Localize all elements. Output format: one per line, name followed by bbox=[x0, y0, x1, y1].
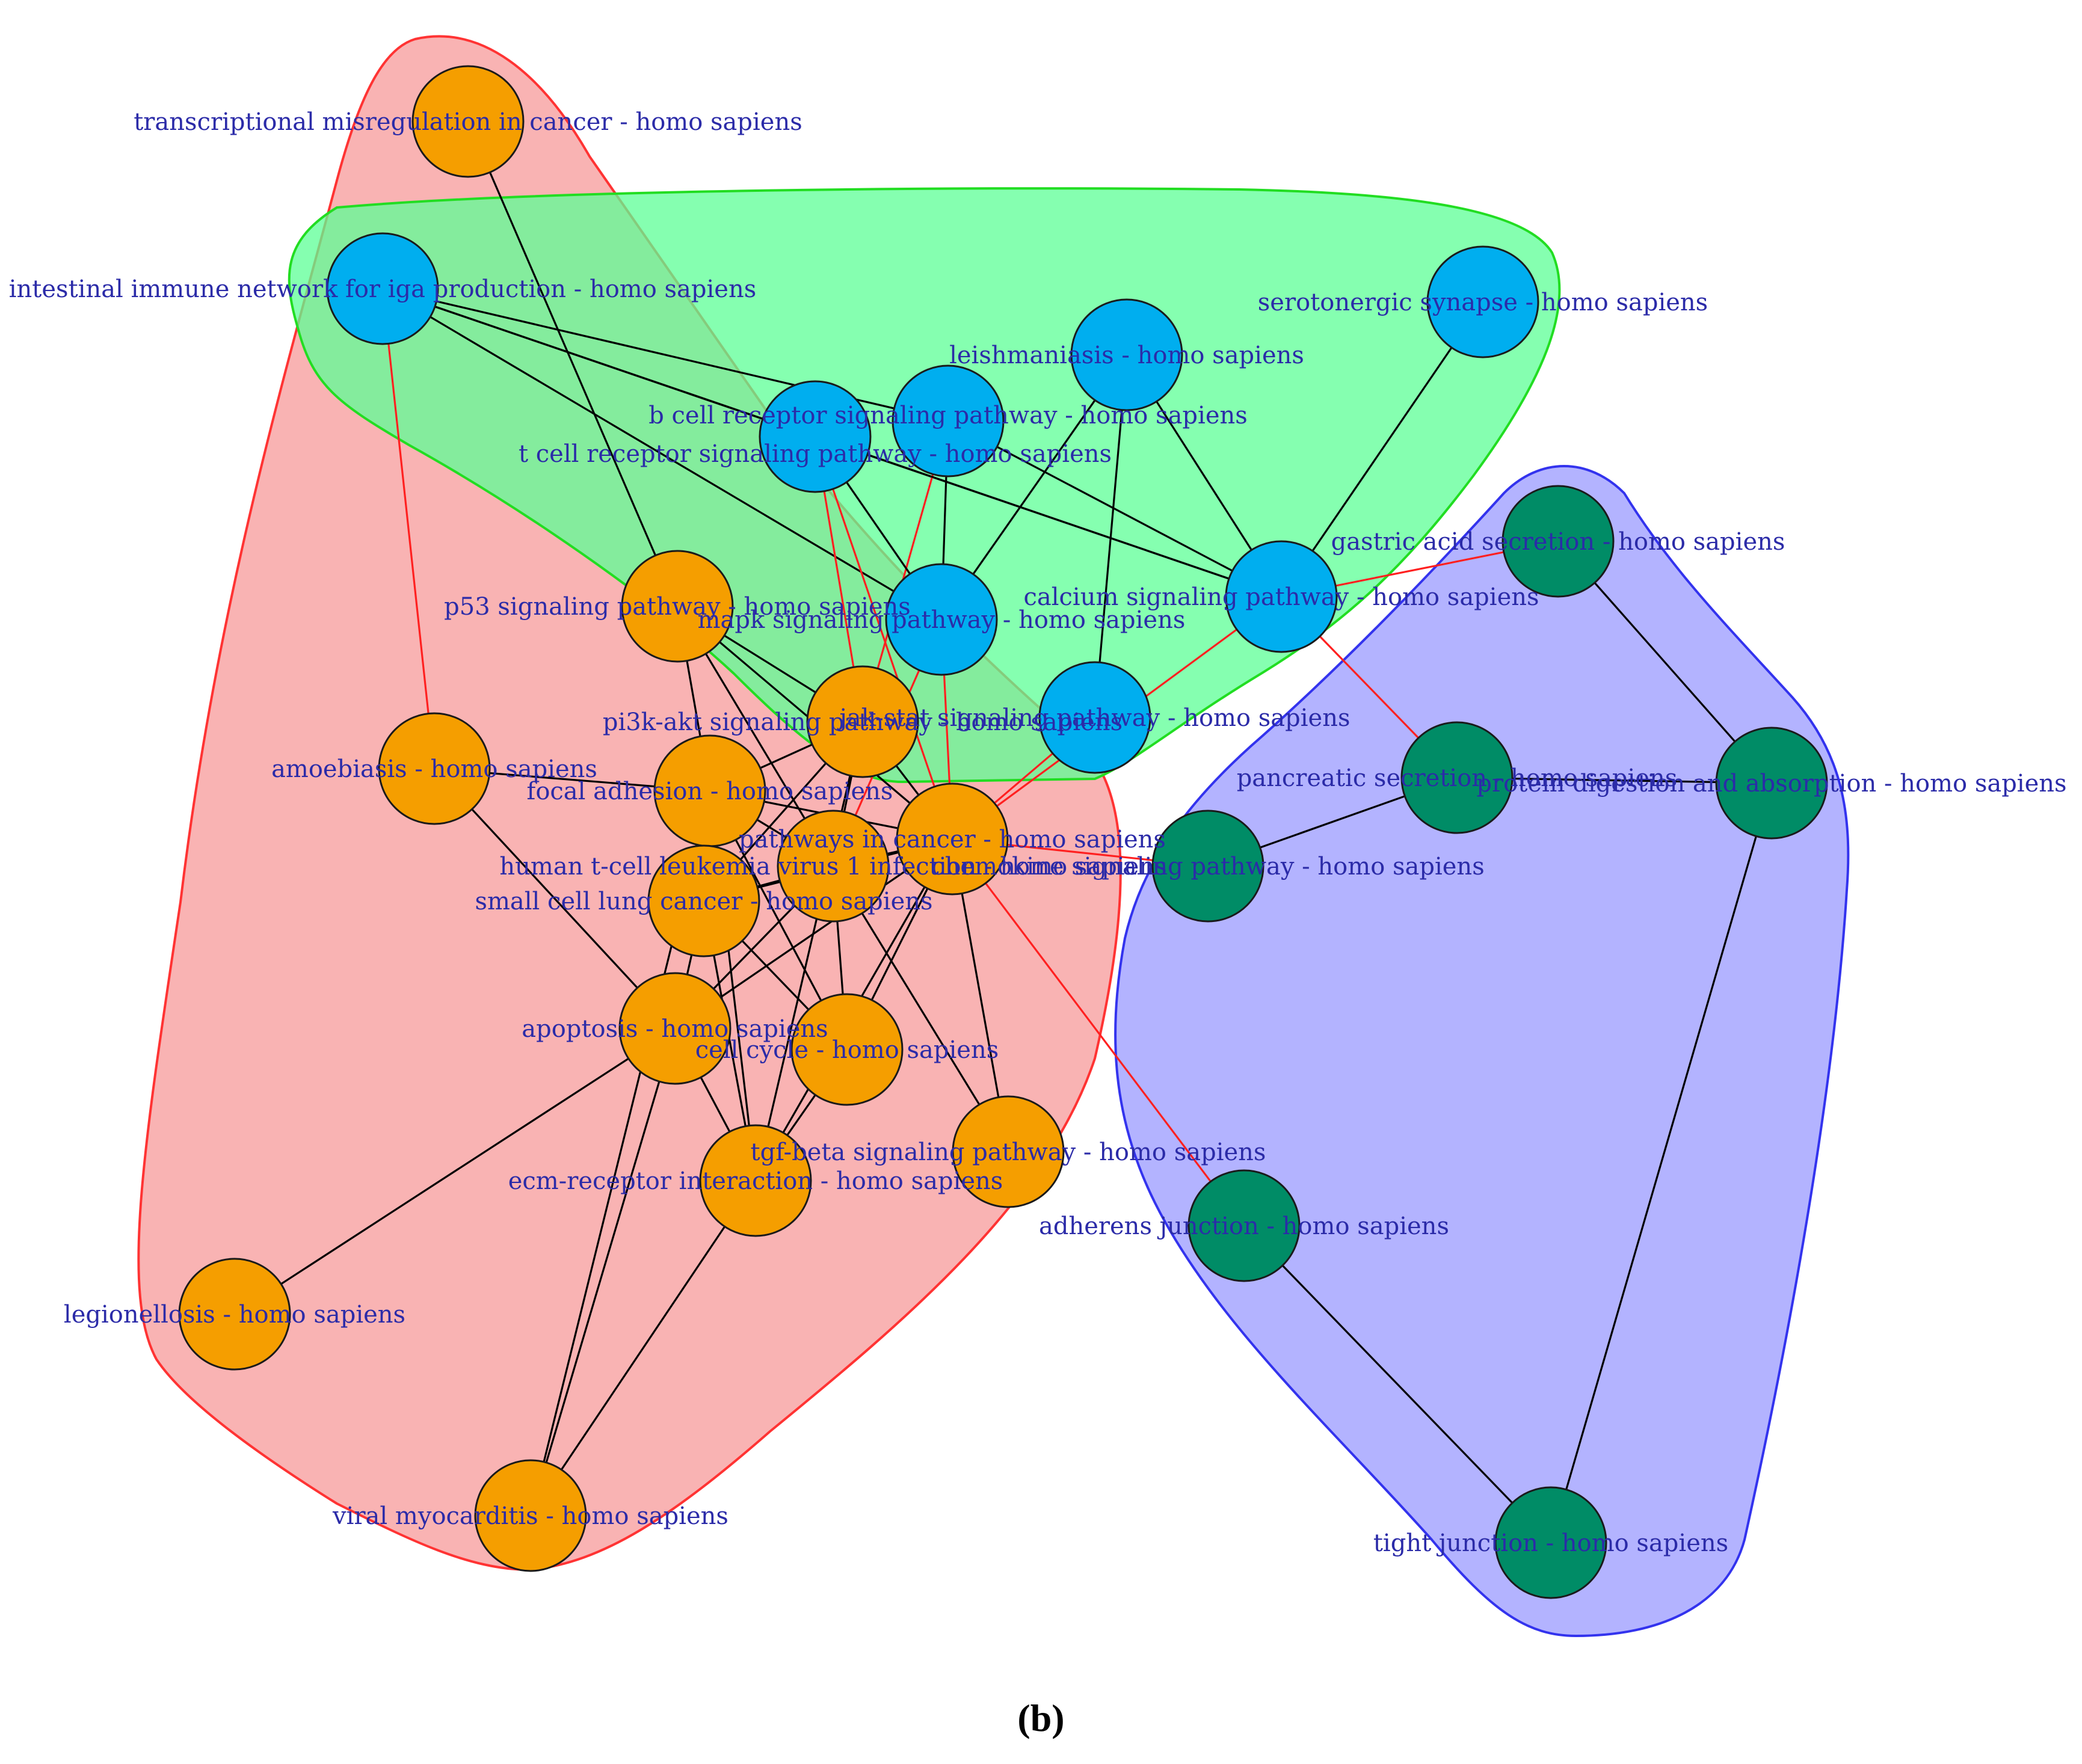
edge-ecm-viral bbox=[529, 1180, 757, 1516]
node-pathways[interactable] bbox=[896, 782, 1009, 896]
node-label-chemokine: chemokine signaling pathway - homo sapie… bbox=[931, 853, 1484, 880]
node-apoptosis[interactable] bbox=[618, 972, 731, 1085]
edge-intestinal-amoebiasis bbox=[381, 288, 436, 769]
node-label-gastric: gastric acid secretion - homo sapiens bbox=[1331, 528, 1785, 556]
node-label-leishmaniasis: leishmaniasis - homo sapiens bbox=[949, 342, 1304, 369]
node-serotonergic[interactable] bbox=[1426, 245, 1539, 358]
node-label-pi3k: pi3k-akt signaling pathway - homo sapien… bbox=[603, 708, 1123, 736]
node-label-sclc: small cell lung cancer - homo sapiens bbox=[475, 888, 932, 915]
node-label-protein: protein digestion and absorption - homo … bbox=[1476, 770, 2066, 797]
node-transcriptional[interactable] bbox=[411, 65, 525, 178]
node-calcium[interactable] bbox=[1225, 540, 1338, 653]
cluster-hulls bbox=[137, 35, 1850, 1638]
edge-bcell-calcium bbox=[947, 420, 1282, 598]
node-label-jakstat: jak-stat signaling pathway - homo sapien… bbox=[837, 704, 1351, 732]
node-label-pathways: pathways in cancer - homo sapiens bbox=[739, 826, 1166, 853]
node-label-legionellosis: legionellosis - homo sapiens bbox=[64, 1301, 405, 1329]
edge-pi3k-ecm bbox=[754, 721, 864, 1181]
node-label-tcell: t cell receptor signaling pathway - homo… bbox=[519, 440, 1112, 468]
node-leishmaniasis[interactable] bbox=[1070, 298, 1183, 411]
node-gastric[interactable] bbox=[1501, 485, 1615, 598]
node-tight[interactable] bbox=[1494, 1486, 1607, 1599]
nodes bbox=[178, 65, 1828, 1599]
node-viral[interactable] bbox=[474, 1459, 587, 1572]
node-label-bcell: b cell receptor signaling pathway - homo… bbox=[648, 402, 1248, 429]
node-htlv[interactable] bbox=[777, 810, 890, 923]
edge-amoebiasis-apoptosis bbox=[433, 767, 676, 1030]
node-labels: transcriptional misregulation in cancer … bbox=[9, 108, 2067, 1557]
edge-pathways-adherens bbox=[951, 838, 1245, 1226]
edge-serotonergic-calcium bbox=[1280, 301, 1484, 597]
node-label-tgfb: tgf-beta signaling pathway - homo sapien… bbox=[751, 1139, 1266, 1166]
edge-intestinal-mapk bbox=[382, 287, 942, 621]
node-label-apoptosis: apoptosis - homo sapiens bbox=[522, 1015, 828, 1043]
edge-apoptosis-legionellosis bbox=[234, 1027, 676, 1315]
node-tcell[interactable] bbox=[759, 380, 872, 493]
edge-tcell-calcium bbox=[815, 435, 1282, 598]
node-jakstat[interactable] bbox=[1038, 661, 1151, 774]
node-intestinal[interactable] bbox=[326, 232, 439, 345]
node-label-calcium: calcium signaling pathway - homo sapiens bbox=[1023, 583, 1539, 611]
edge-transcriptional-p53 bbox=[467, 121, 679, 607]
edge-protein-tight bbox=[1550, 782, 1773, 1543]
node-label-viral: viral myocarditis - homo sapiens bbox=[332, 1502, 728, 1530]
edge-leishmaniasis-jakstat bbox=[1094, 354, 1128, 718]
edge-adherens-tight bbox=[1243, 1225, 1552, 1544]
node-pancreatic[interactable] bbox=[1400, 721, 1514, 834]
node-label-p53: p53 signaling pathway - homo sapiens bbox=[444, 593, 911, 621]
node-label-serotonergic: serotonergic synapse - homo sapiens bbox=[1258, 289, 1708, 316]
node-chemokine[interactable] bbox=[1151, 810, 1264, 923]
node-pi3k[interactable] bbox=[806, 665, 919, 778]
node-label-mapk: mapk signaling pathway - homo sapiens bbox=[698, 606, 1186, 634]
node-label-cellcycle: cell cycle - homo sapiens bbox=[695, 1036, 999, 1064]
node-tgfb[interactable] bbox=[952, 1095, 1065, 1208]
node-label-adherens: adherens junction - homo sapiens bbox=[1039, 1212, 1449, 1240]
node-label-htlv: human t-cell leukemia virus 1 infection … bbox=[499, 853, 1166, 880]
node-label-ecm: ecm-receptor interaction - homo sapiens bbox=[508, 1167, 1003, 1195]
node-label-transcriptional: transcriptional misregulation in cancer … bbox=[134, 108, 802, 136]
node-legionellosis[interactable] bbox=[178, 1258, 291, 1371]
edge-tcell-pathways bbox=[814, 436, 953, 840]
node-sclc[interactable] bbox=[647, 844, 760, 957]
node-protein[interactable] bbox=[1715, 727, 1828, 840]
node-p53[interactable] bbox=[621, 550, 734, 663]
node-ecm[interactable] bbox=[699, 1124, 812, 1237]
node-amoebiasis[interactable] bbox=[378, 712, 491, 825]
node-label-intestinal: intestinal immune network for iga produc… bbox=[9, 275, 757, 303]
node-mapk[interactable] bbox=[885, 563, 998, 676]
node-label-amoebiasis: amoebiasis - homo sapiens bbox=[271, 755, 597, 783]
node-cellcycle[interactable] bbox=[790, 993, 904, 1106]
edge-apoptosis-viral bbox=[529, 1028, 676, 1516]
node-bcell[interactable] bbox=[892, 364, 1005, 478]
figure-caption: (b) bbox=[1017, 1697, 1065, 1739]
node-label-pancreatic: pancreatic secretion - homo sapiens bbox=[1237, 764, 1678, 792]
node-adherens[interactable] bbox=[1187, 1169, 1301, 1282]
node-label-focal: focal adhesion - homo sapiens bbox=[527, 778, 893, 805]
node-label-tight: tight junction - homo sapiens bbox=[1373, 1529, 1728, 1557]
